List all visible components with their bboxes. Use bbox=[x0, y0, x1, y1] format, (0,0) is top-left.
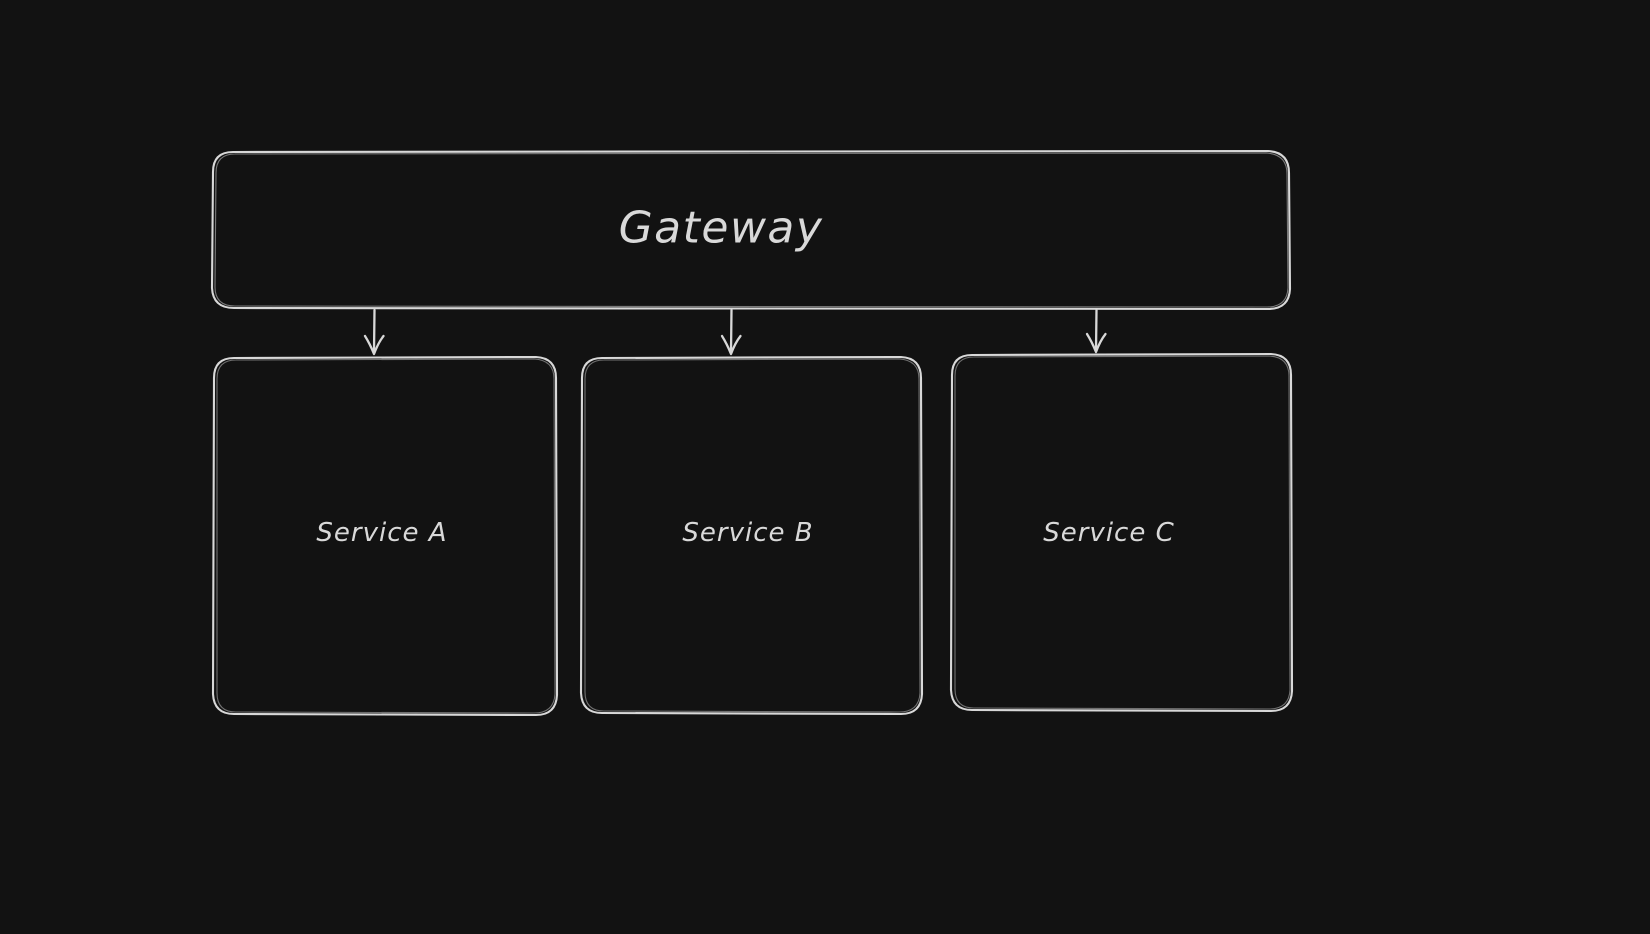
service-c-box-outline bbox=[949, 352, 1294, 713]
arrow-b-stem bbox=[729, 308, 733, 354]
arrow-b-head bbox=[720, 334, 742, 356]
edge-gateway-to-service-c[interactable] bbox=[1085, 308, 1107, 354]
service-a-box-outline bbox=[211, 355, 559, 717]
arrow-c-stem bbox=[1094, 308, 1098, 352]
node-service-a[interactable] bbox=[211, 355, 559, 717]
edge-gateway-to-service-b[interactable] bbox=[720, 308, 742, 356]
service-b-box-outline bbox=[579, 355, 924, 716]
gateway-box-outline bbox=[210, 149, 1292, 311]
service-b-box-sketch-overlay bbox=[584, 358, 921, 713]
gateway-box-sketch-overlay bbox=[214, 152, 1289, 308]
node-service-c[interactable] bbox=[949, 352, 1294, 713]
arrow-c-head bbox=[1085, 332, 1107, 354]
service-a-box-sketch-overlay bbox=[216, 358, 556, 714]
arrow-a-stem bbox=[372, 308, 376, 354]
node-service-b[interactable] bbox=[579, 355, 924, 716]
arrow-a-head bbox=[363, 334, 385, 356]
service-c-box-sketch-overlay bbox=[954, 355, 1291, 710]
edge-gateway-to-service-a[interactable] bbox=[363, 308, 385, 356]
node-gateway[interactable] bbox=[210, 149, 1292, 311]
